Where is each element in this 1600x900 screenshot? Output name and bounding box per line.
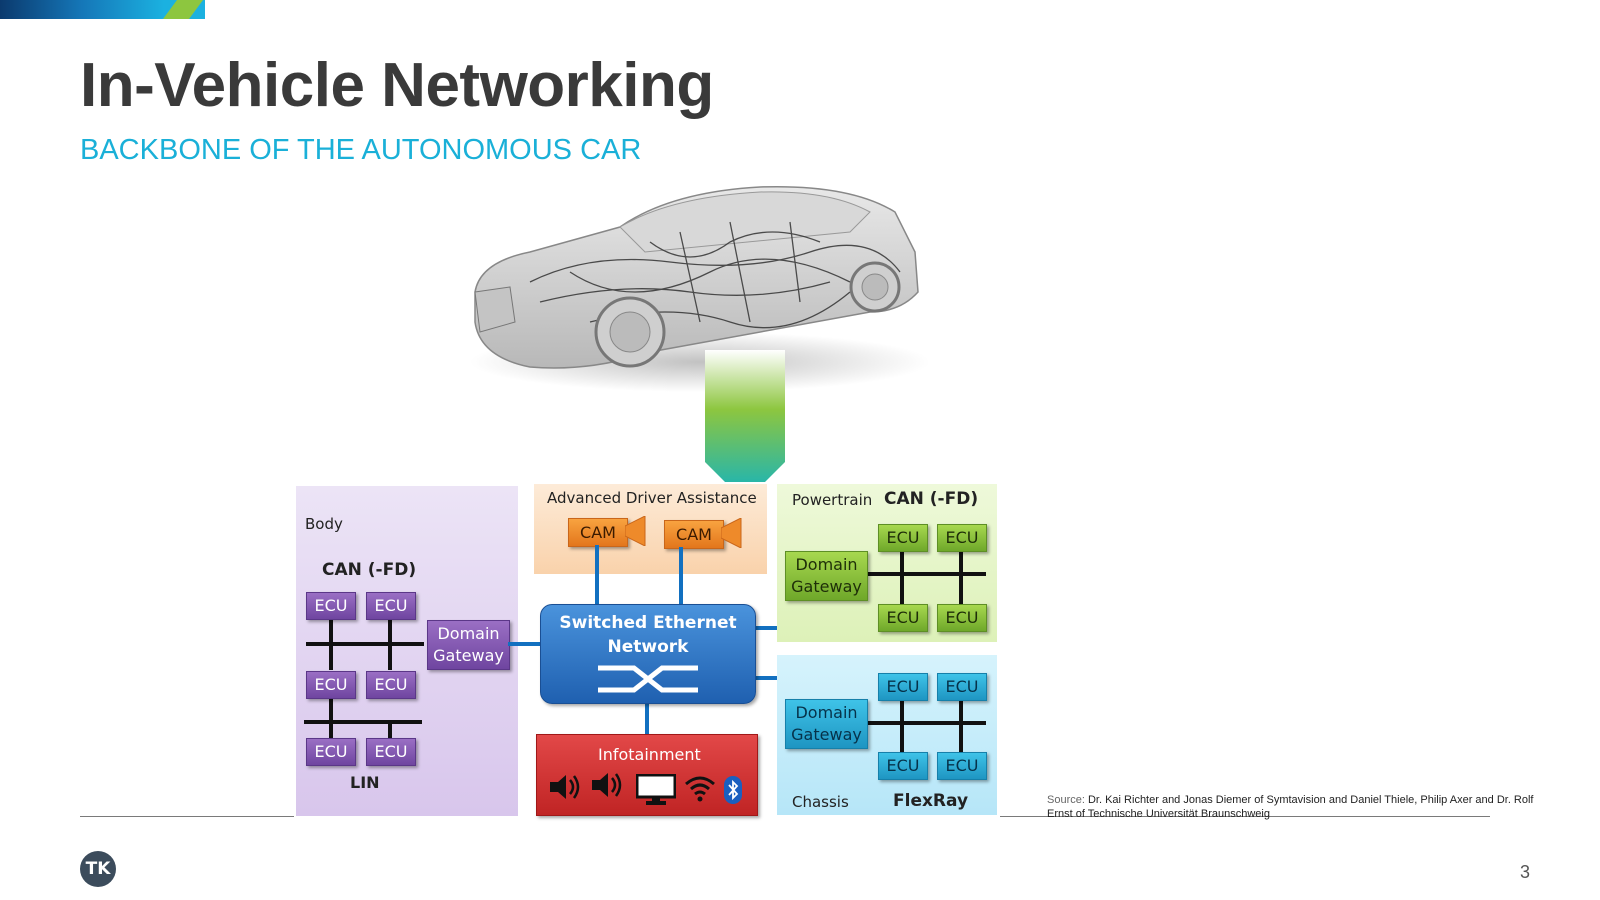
body-ecu: ECU — [306, 738, 356, 766]
chassis-bus — [866, 721, 986, 725]
bus-drop — [329, 612, 333, 670]
footer-divider — [80, 816, 294, 817]
body-ecu: ECU — [366, 592, 416, 620]
wifi-icon — [685, 776, 715, 802]
bus-drop — [900, 696, 904, 756]
bus-drop — [329, 690, 333, 740]
company-logo: TK — [80, 851, 116, 887]
body-can-bus — [306, 642, 424, 646]
body-ecu: ECU — [306, 592, 356, 620]
body-ecu: ECU — [366, 671, 416, 699]
source-citation: Source: Dr. Kai Richter and Jonas Diemer… — [1047, 793, 1537, 821]
body-label: Body — [305, 515, 343, 533]
chassis-label: Chassis — [792, 793, 849, 811]
powertrain-label: Powertrain — [792, 491, 873, 509]
arrow-down-icon — [705, 350, 785, 482]
ethernet-link — [679, 547, 683, 605]
speaker-icon — [550, 775, 580, 799]
chassis-ecu: ECU — [937, 752, 987, 780]
chassis-domain-gateway: Domain Gateway — [785, 699, 868, 749]
footer-divider — [1000, 816, 1490, 817]
bus-drop — [388, 720, 392, 740]
powertrain-can-label: CAN (-FD) — [884, 489, 979, 509]
body-domain-gateway: Domain Gateway — [427, 620, 510, 670]
bus-drop — [900, 546, 904, 606]
camera-lens-icon — [721, 518, 742, 548]
camera-lens-icon — [625, 516, 646, 546]
ethernet-link — [508, 642, 540, 646]
ethernet-link — [645, 702, 649, 736]
switched-ethernet-network: Switched Ethernet Network — [540, 604, 756, 704]
body-can-label: CAN (-FD) — [322, 560, 417, 580]
chassis-flexray-label: FlexRay — [893, 791, 969, 811]
car-illustration — [470, 185, 930, 392]
camera-box: CAM — [568, 518, 628, 547]
bus-drop — [388, 612, 392, 670]
page-subtitle: BACKBONE OF THE AUTONOMOUS CAR — [80, 134, 642, 166]
page-title: In-Vehicle Networking — [80, 51, 714, 120]
ethernet-link — [595, 545, 599, 605]
speaker-icon — [592, 773, 622, 797]
chassis-ecu: ECU — [878, 673, 928, 701]
source-label: Source: — [1047, 794, 1085, 806]
chassis-ecu: ECU — [937, 673, 987, 701]
bus-drop — [959, 696, 963, 756]
powertrain-ecu: ECU — [878, 524, 928, 552]
powertrain-bus — [866, 572, 986, 576]
monitor-icon — [636, 774, 676, 805]
page-number: 3 — [1519, 862, 1530, 882]
powertrain-ecu: ECU — [937, 524, 987, 552]
powertrain-domain-gateway: Domain Gateway — [785, 551, 868, 601]
adas-label: Advanced Driver Assistance — [547, 489, 757, 507]
body-ecu: ECU — [366, 738, 416, 766]
powertrain-ecu: ECU — [937, 604, 987, 632]
body-ecu: ECU — [306, 671, 356, 699]
switch-label-line2: Network — [607, 637, 689, 657]
camera-box: CAM — [664, 520, 724, 549]
powertrain-ecu: ECU — [878, 604, 928, 632]
body-lin-bus — [304, 720, 422, 724]
switch-icon — [598, 665, 698, 693]
infotainment-label: Infotainment — [598, 745, 701, 764]
switch-label-line1: Switched Ethernet — [559, 613, 737, 633]
source-text: Dr. Kai Richter and Jonas Diemer of Symt… — [1047, 794, 1534, 820]
chassis-ecu: ECU — [878, 752, 928, 780]
bluetooth-icon — [724, 776, 742, 804]
bus-drop — [959, 546, 963, 606]
body-lin-label: LIN — [350, 773, 380, 792]
accent-bar — [0, 0, 205, 19]
